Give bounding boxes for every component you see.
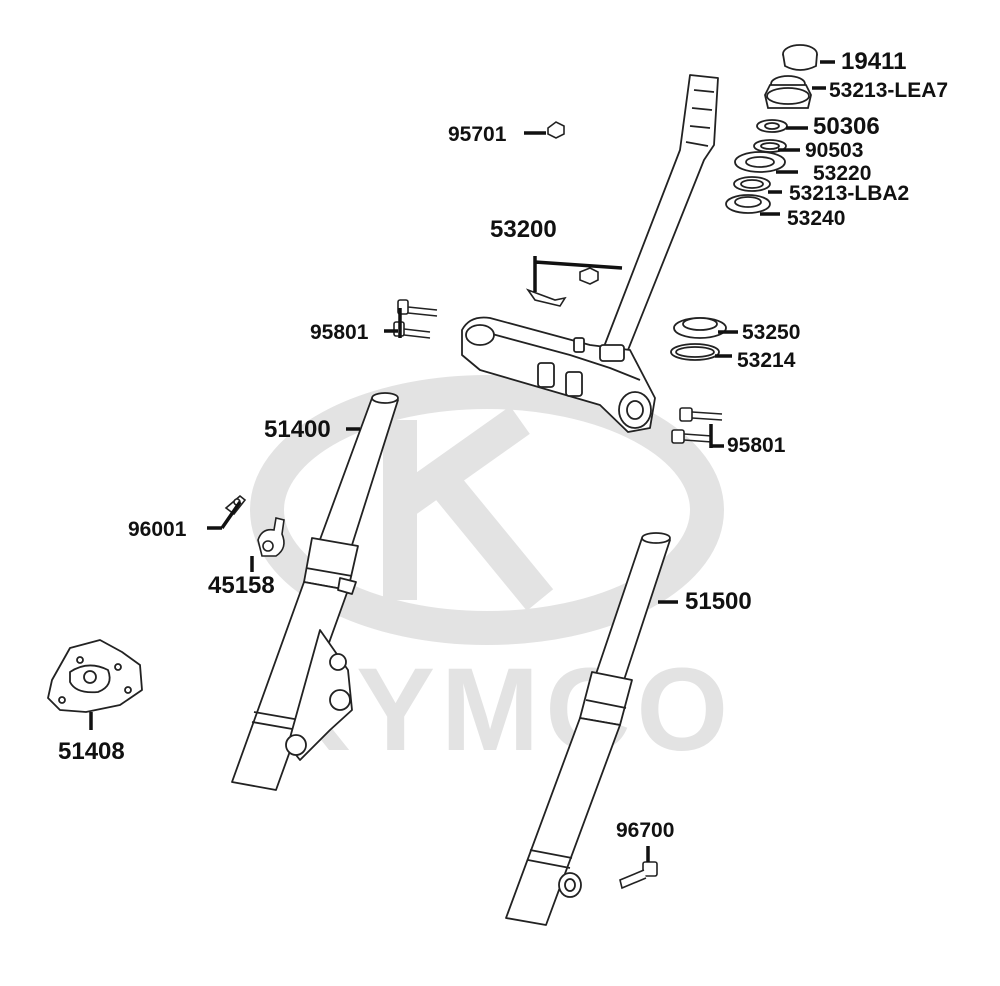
guide-plate [47,639,143,713]
part-label-51400: 51400 [264,416,331,443]
part-label-53200: 53200 [490,216,557,243]
lower-bearing [670,317,727,361]
part-label-50306: 50306 [813,113,880,140]
steering-stem [599,74,719,361]
part-label-53213-lba2: 53213-LBA2 [789,182,910,205]
part-label-45158: 45158 [208,572,275,599]
part-label-95701: 95701 [448,123,507,146]
part-label-53220: 53220 [813,162,872,185]
part-label-51500: 51500 [685,588,752,615]
part-label-95801-right: 95801 [727,434,786,457]
part-label-53214: 53214 [737,349,796,372]
right-fork-leg [505,532,671,926]
left-fork-leg [231,392,399,791]
part-label-96700: 96700 [616,819,675,842]
hose-clamp [224,494,285,557]
bottom-bridge [461,316,656,433]
part-label-19411: 19411 [841,48,907,75]
part-label-53240: 53240 [787,207,846,230]
part-label-95801-left: 95801 [310,321,369,344]
part-label-53213-lea7: 53213-LEA7 [829,79,949,102]
leader-lines [89,60,835,862]
part-label-53250: 53250 [742,321,801,344]
part-label-96001: 96001 [128,518,187,541]
bolts [393,121,723,890]
part-label-51408: 51408 [58,738,125,765]
part-label-90503: 90503 [805,139,864,162]
headset-bearing-stack [725,44,818,214]
